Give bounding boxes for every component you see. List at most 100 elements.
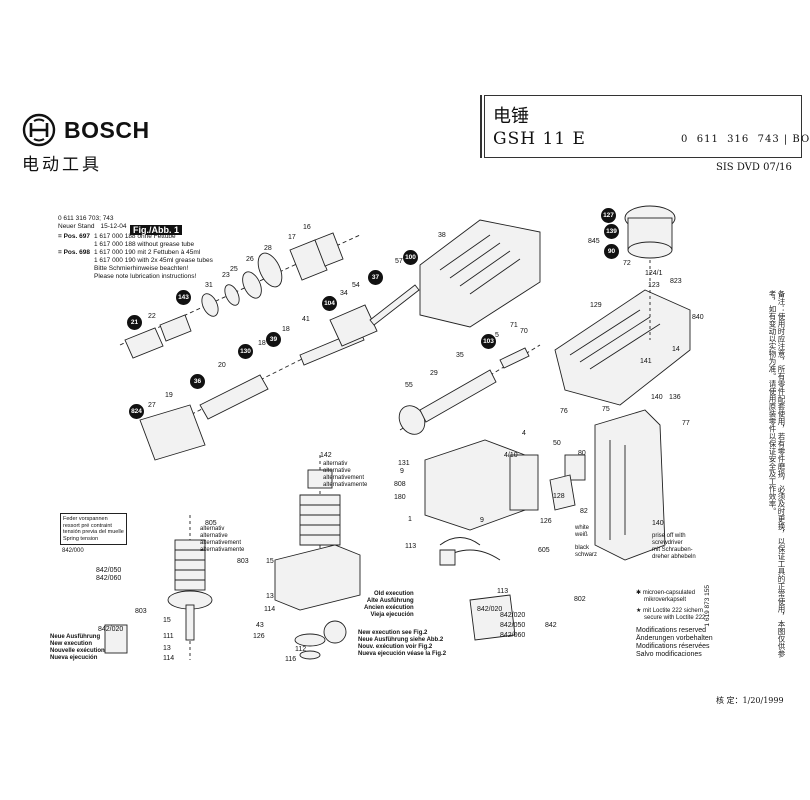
pos-698: = Pos. 698 [58, 249, 90, 256]
cap-16 [314, 232, 344, 267]
part-label: 116 [285, 656, 297, 663]
part-label: 22 [148, 313, 156, 320]
note-line: alternativamente [200, 547, 245, 553]
note-line: Nueva ejecución véase la Fig.2 [358, 651, 447, 657]
old-execution-note: Old execution Alte Ausführung Ancien exé… [364, 591, 414, 619]
part-label: 142 [320, 452, 332, 459]
note-line: Nueva ejecución [50, 655, 98, 661]
part-label: 15 [163, 617, 171, 624]
note-line: Feder vorspannen [63, 516, 108, 522]
part-label: 31 [205, 282, 213, 289]
part-label: 4 [522, 430, 526, 437]
figure-header: 0 611 316 703; 743 Neuer Stand 15-12-04 … [58, 215, 213, 281]
part-label: 802 [574, 596, 586, 603]
fan-disc [323, 620, 347, 644]
tool-holder-nose [124, 327, 164, 359]
note-line: alternativement [200, 540, 242, 546]
modifications-note: Modifications reserved Änderungen vorbeh… [636, 627, 713, 659]
fan-112 [294, 633, 326, 647]
bracket-842 [469, 594, 516, 641]
note-line: Vieja ejecución [370, 612, 414, 618]
handle-cover-detail [609, 440, 626, 540]
part-label: 113 [405, 543, 417, 550]
part-label: 57 [395, 258, 403, 265]
new-exec-fig2-note: New execution see Fig.2 Neue Ausführung … [358, 630, 446, 658]
part-label: 82 [580, 508, 588, 515]
part-label: 15 [266, 558, 274, 565]
note-line: alternativ [323, 461, 348, 467]
switch-4 [509, 454, 539, 511]
field-housing [274, 544, 361, 611]
rear-housing-ribs [569, 309, 661, 370]
part-label: 136 [669, 394, 681, 401]
note-line: dreher abhebeln [652, 554, 696, 560]
part-label: 76 [560, 408, 568, 415]
note-line: black [575, 545, 590, 551]
part-label: 140 [652, 520, 664, 527]
part-label: 111 [163, 633, 174, 640]
part-label: 4/10 [504, 452, 518, 459]
part-label: 808 [394, 481, 406, 488]
header-line-1: 1 617 000 188 without grease tube [94, 241, 195, 248]
sis-dvd-label: SIS DVD 07/16 [716, 162, 792, 173]
checked-date: 核 定：1/20/1999 [716, 696, 784, 705]
part-label: 124/1 [645, 270, 663, 277]
brand-name: BOSCH [64, 116, 150, 143]
callout-39: 39 [266, 332, 281, 347]
part-label: 823 [670, 278, 682, 285]
lower-armature [174, 539, 206, 591]
note-line: alternative [323, 468, 351, 474]
part-label: 50 [553, 440, 561, 447]
part-label: 113 [497, 588, 509, 595]
part-label: 126 [540, 518, 552, 525]
spring-tension-note: Feder vorspannen ressort pré contraint t… [60, 513, 127, 545]
note-line: Neue Ausführung siehe Abb.2 [358, 637, 444, 643]
part-label: 129 [590, 302, 602, 309]
note-line: Neue Ausführung [50, 634, 101, 640]
note-line: Modifications réservées [636, 643, 710, 650]
switch-80 [564, 454, 586, 481]
part-113 [439, 549, 456, 566]
part-label: 72 [623, 260, 631, 267]
part-label: 842/020 [500, 612, 526, 619]
part-55 [499, 347, 530, 369]
alternativ-bottom: alternativ alternative alternativement a… [200, 526, 244, 554]
bearing-116 [299, 650, 321, 660]
part-label: 805 [205, 520, 217, 527]
note-line: white [575, 525, 590, 531]
part-label: 845 [588, 238, 600, 245]
note-line: Alte Ausführung [366, 598, 414, 604]
part-label: 114 [163, 655, 175, 662]
callout-103: 103 [481, 334, 496, 349]
brand-subtitle: 电动工具 [22, 155, 102, 174]
part-label: 26 [246, 256, 254, 263]
header-line-0: 1 617 000 188 ohne Fettube [93, 233, 176, 240]
title-chinese: 电锤 [493, 106, 529, 127]
note-line: alternativ [200, 526, 225, 532]
part-label: 5 [495, 332, 499, 339]
note-line: tensión previa del muelle [63, 529, 124, 535]
part-label: 1 [408, 516, 412, 523]
note-line: Ancien exécution [364, 605, 414, 611]
callout-139: 139 [604, 224, 619, 239]
model-name: GSH 11 E [493, 129, 586, 149]
note-line: mikroverkapselt [644, 597, 687, 603]
part-label: 70 [520, 328, 528, 335]
spring-28 [257, 252, 283, 288]
note-line: prise off with [652, 533, 686, 539]
star-icon: ★ [636, 608, 644, 614]
part-label: 54 [352, 282, 360, 289]
header-line-3: 1 617 000 190 with 2x 45ml grease tubes [94, 257, 213, 264]
part-label: 27 [148, 402, 156, 409]
part-label: 842 [545, 622, 557, 629]
part-label: 41 [302, 316, 310, 323]
part-label: 840 [692, 314, 704, 321]
spindle-20 [199, 374, 269, 420]
note-line: screwdriver [652, 540, 683, 546]
part-label: 19 [165, 392, 173, 399]
figure-label: Fig./Abb. 1 [130, 225, 182, 235]
part-label: 34 [340, 290, 348, 297]
note-line: schwarz [575, 552, 598, 558]
title-divider [480, 95, 482, 158]
part-label: 126 [253, 633, 265, 640]
